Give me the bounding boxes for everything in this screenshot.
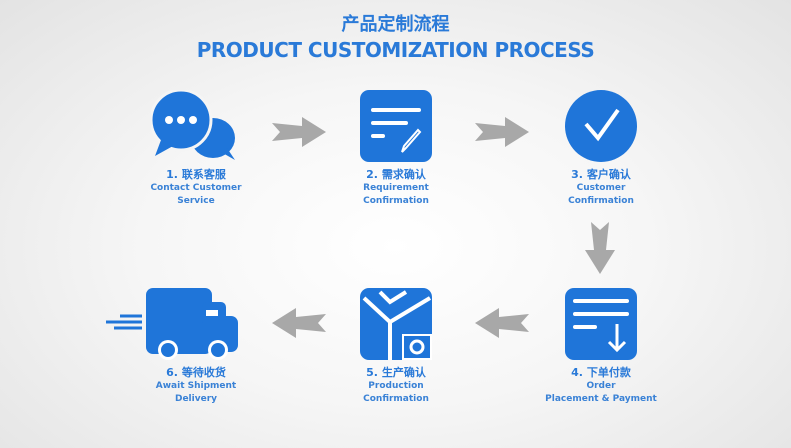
step-requirement-confirmation: 2. 需求确认 Requirement Confirmation <box>316 90 476 208</box>
step-label-en: Confirmation <box>363 394 429 404</box>
step-label-en: Delivery <box>174 394 218 404</box>
step-label-en: Requirement <box>363 183 429 193</box>
step-await-delivery: 6. 等待收货 Await Shipment Delivery <box>106 288 276 406</box>
step-label-en: Await Shipment <box>155 381 237 391</box>
document-edit-icon <box>360 90 432 162</box>
step-label-en: Customer <box>576 183 626 193</box>
step-label-en: Production <box>368 381 424 391</box>
step-label-cn: 5. 生产确认 <box>366 366 426 379</box>
page-title-cn: 产品定制流程 <box>341 14 450 35</box>
arrow-down-icon <box>585 222 615 274</box>
step-label-en: Confirmation <box>363 196 429 206</box>
step-label-en: Order <box>586 381 616 391</box>
step-label-cn: 6. 等待收货 <box>166 366 226 379</box>
step-contact-customer: 1. 联系客服 Contact Customer Service <box>116 90 276 208</box>
step-label-en: Service <box>177 196 215 206</box>
step-label-cn: 3. 客户确认 <box>571 168 631 181</box>
order-download-icon <box>565 288 637 360</box>
step-label-cn: 2. 需求确认 <box>366 168 426 181</box>
step-order-placement: 4. 下单付款 Order Placement & Payment <box>521 288 681 406</box>
checkmark-circle-icon <box>565 90 637 162</box>
step-label-cn: 1. 联系客服 <box>166 168 226 181</box>
step-label-cn: 4. 下单付款 <box>571 366 631 379</box>
box-gear-icon <box>360 288 432 360</box>
page-title-en: PRODUCT CUSTOMIZATION PROCESS <box>196 38 595 62</box>
arrow-left-icon <box>475 308 529 338</box>
delivery-truck-icon <box>106 288 238 360</box>
arrow-right-icon <box>475 117 529 147</box>
arrow-left-icon <box>272 308 326 338</box>
step-production-confirmation: 5. 生产确认 Production Confirmation <box>316 288 476 406</box>
arrow-right-icon <box>272 117 326 147</box>
step-customer-confirmation: 3. 客户确认 Customer Confirmation <box>521 90 681 208</box>
step-label-en: Confirmation <box>568 196 634 206</box>
step-label-en: Placement & Payment <box>545 394 657 404</box>
chat-bubbles-icon <box>151 90 235 160</box>
step-label-en: Contact Customer <box>150 183 242 193</box>
